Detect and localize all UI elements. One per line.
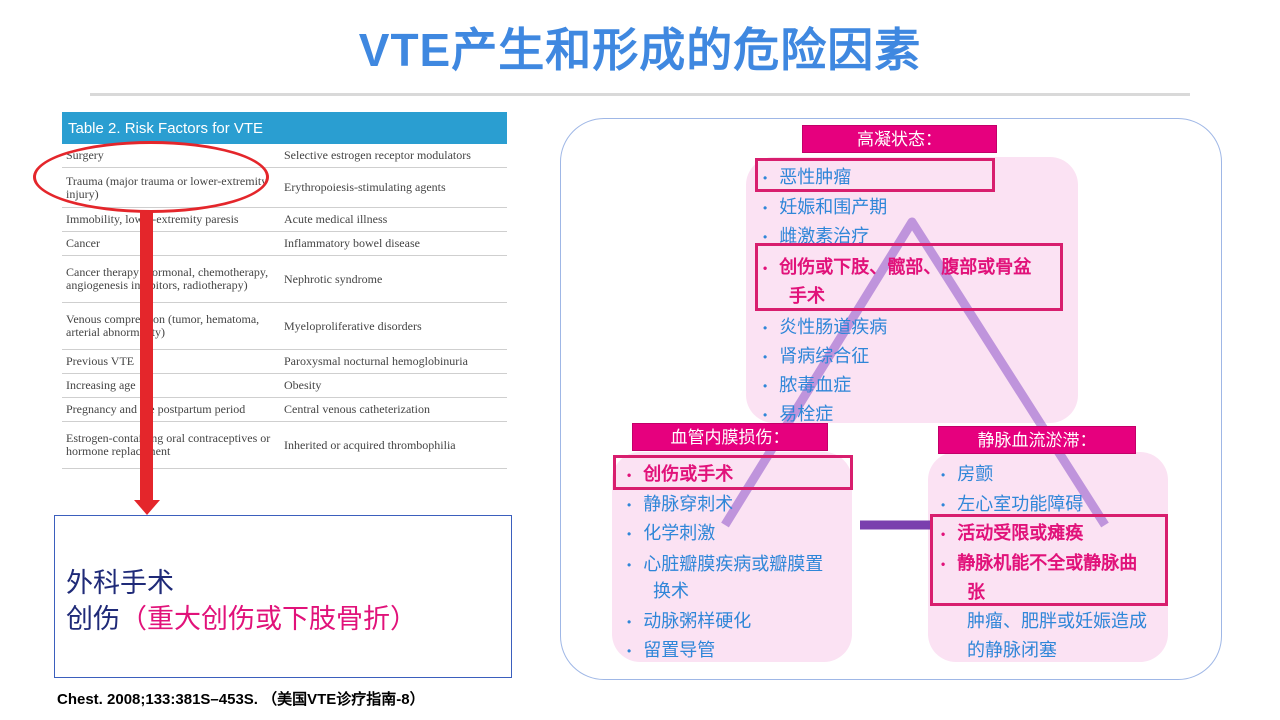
- table-cell: Previous VTE: [62, 349, 280, 374]
- list-item: •恶性肿瘤: [763, 167, 852, 187]
- highlight-box: [930, 514, 1168, 606]
- list-item: •化学刺激: [627, 523, 716, 543]
- highlight-box: [755, 243, 1063, 311]
- table-row: Venous compression (tumor, hematoma, art…: [62, 302, 507, 350]
- citation: Chest. 2008;133:381S–453S. （美国VTE诊疗指南-8）: [57, 691, 425, 708]
- arrow-shaft: [140, 212, 153, 502]
- table-row: Estrogen-containing oral contraceptives …: [62, 421, 507, 469]
- risk-factor-table: Table 2. Risk Factors for VTE Surgery Se…: [62, 112, 507, 469]
- list-item: •炎性肠道疾病: [763, 317, 888, 337]
- table-row: Pregnancy and the postpartum period Cent…: [62, 397, 507, 422]
- table-cell: Estrogen-containing oral contraceptives …: [62, 421, 280, 469]
- list-item: •雌激素治疗: [763, 226, 870, 246]
- list-item: •房颤: [941, 464, 994, 484]
- list-item: •静脉机能不全或静脉曲: [941, 553, 1138, 573]
- list-item: 换术: [653, 581, 689, 601]
- list-item: •创伤或下肢、髋部、腹部或骨盆: [763, 257, 1032, 277]
- hypercoag-header: 高凝状态：: [802, 125, 997, 153]
- list-item: 的静脉闭塞: [967, 640, 1057, 660]
- table-row: Cancer Inflammatory bowel disease: [62, 231, 507, 256]
- stasis-header: 静脉血流淤滞：: [938, 426, 1136, 454]
- table-cell: Cancer therapy (hormonal, chemotherapy, …: [62, 255, 280, 303]
- table-row: Cancer therapy (hormonal, chemotherapy, …: [62, 255, 507, 303]
- list-item: •活动受限或瘫痪: [941, 523, 1084, 543]
- summary-trauma-label: 创伤: [66, 604, 120, 634]
- summary-trauma: 创伤（重大创伤或下肢骨折）: [66, 597, 417, 636]
- table-cell: Inflammatory bowel disease: [280, 231, 507, 256]
- title-divider: [90, 93, 1190, 96]
- list-item: •创伤或手术: [627, 464, 734, 484]
- list-item: •肾病综合征: [763, 346, 870, 366]
- list-item: •左心室功能障碍: [941, 494, 1084, 514]
- list-item: •易栓症: [763, 404, 834, 424]
- hypercoag-panel: [746, 157, 1078, 423]
- page-title: VTE产生和形成的危险因素: [358, 24, 922, 76]
- list-item: •静脉穿刺术: [627, 494, 734, 514]
- table-cell: Selective estrogen receptor modulators: [280, 144, 507, 168]
- table-cell: Cancer: [62, 231, 280, 256]
- highlight-box: [613, 455, 853, 490]
- table-cell: Obesity: [280, 373, 507, 398]
- table-cell: Erythropoiesis-stimulating agents: [280, 167, 507, 208]
- list-item: •动脉粥样硬化: [627, 611, 752, 631]
- table-row: Increasing age Obesity: [62, 373, 507, 398]
- list-item: 张: [967, 582, 985, 602]
- list-item: •妊娠和围产期: [763, 197, 888, 217]
- list-item: •心脏瓣膜疾病或瓣膜置: [627, 554, 824, 574]
- table-cell: Inherited or acquired thrombophilia: [280, 421, 507, 469]
- summary-box: [54, 515, 512, 678]
- arrow-down-icon: [134, 500, 160, 515]
- list-item: •脓毒血症: [763, 375, 852, 395]
- table-cell: Paroxysmal nocturnal hemoglobinuria: [280, 349, 507, 374]
- summary-surgery: 外科手术: [66, 568, 174, 598]
- list-item: •留置导管: [627, 640, 716, 660]
- list-item: 肿瘤、肥胖或妊娠造成: [967, 611, 1147, 631]
- table-cell: Venous compression (tumor, hematoma, art…: [62, 302, 280, 350]
- table-row: Previous VTE Paroxysmal nocturnal hemogl…: [62, 349, 507, 374]
- table-heading: Table 2. Risk Factors for VTE: [62, 112, 507, 144]
- table-cell: Pregnancy and the postpartum period: [62, 397, 280, 422]
- table-cell: Acute medical illness: [280, 207, 507, 232]
- stasis-panel: [928, 452, 1168, 662]
- summary-trauma-detail: （重大创伤或下肢骨折）: [120, 604, 417, 634]
- table-cell: Central venous catheterization: [280, 397, 507, 422]
- table-cell: Increasing age: [62, 373, 280, 398]
- table-cell: Nephrotic syndrome: [280, 255, 507, 303]
- table-cell: Myeloproliferative disorders: [280, 302, 507, 350]
- highlight-ellipse: [33, 141, 269, 213]
- list-item: 手术: [789, 286, 825, 306]
- highlight-box: [755, 158, 995, 192]
- endothelial-header: 血管内膜损伤：: [632, 423, 828, 451]
